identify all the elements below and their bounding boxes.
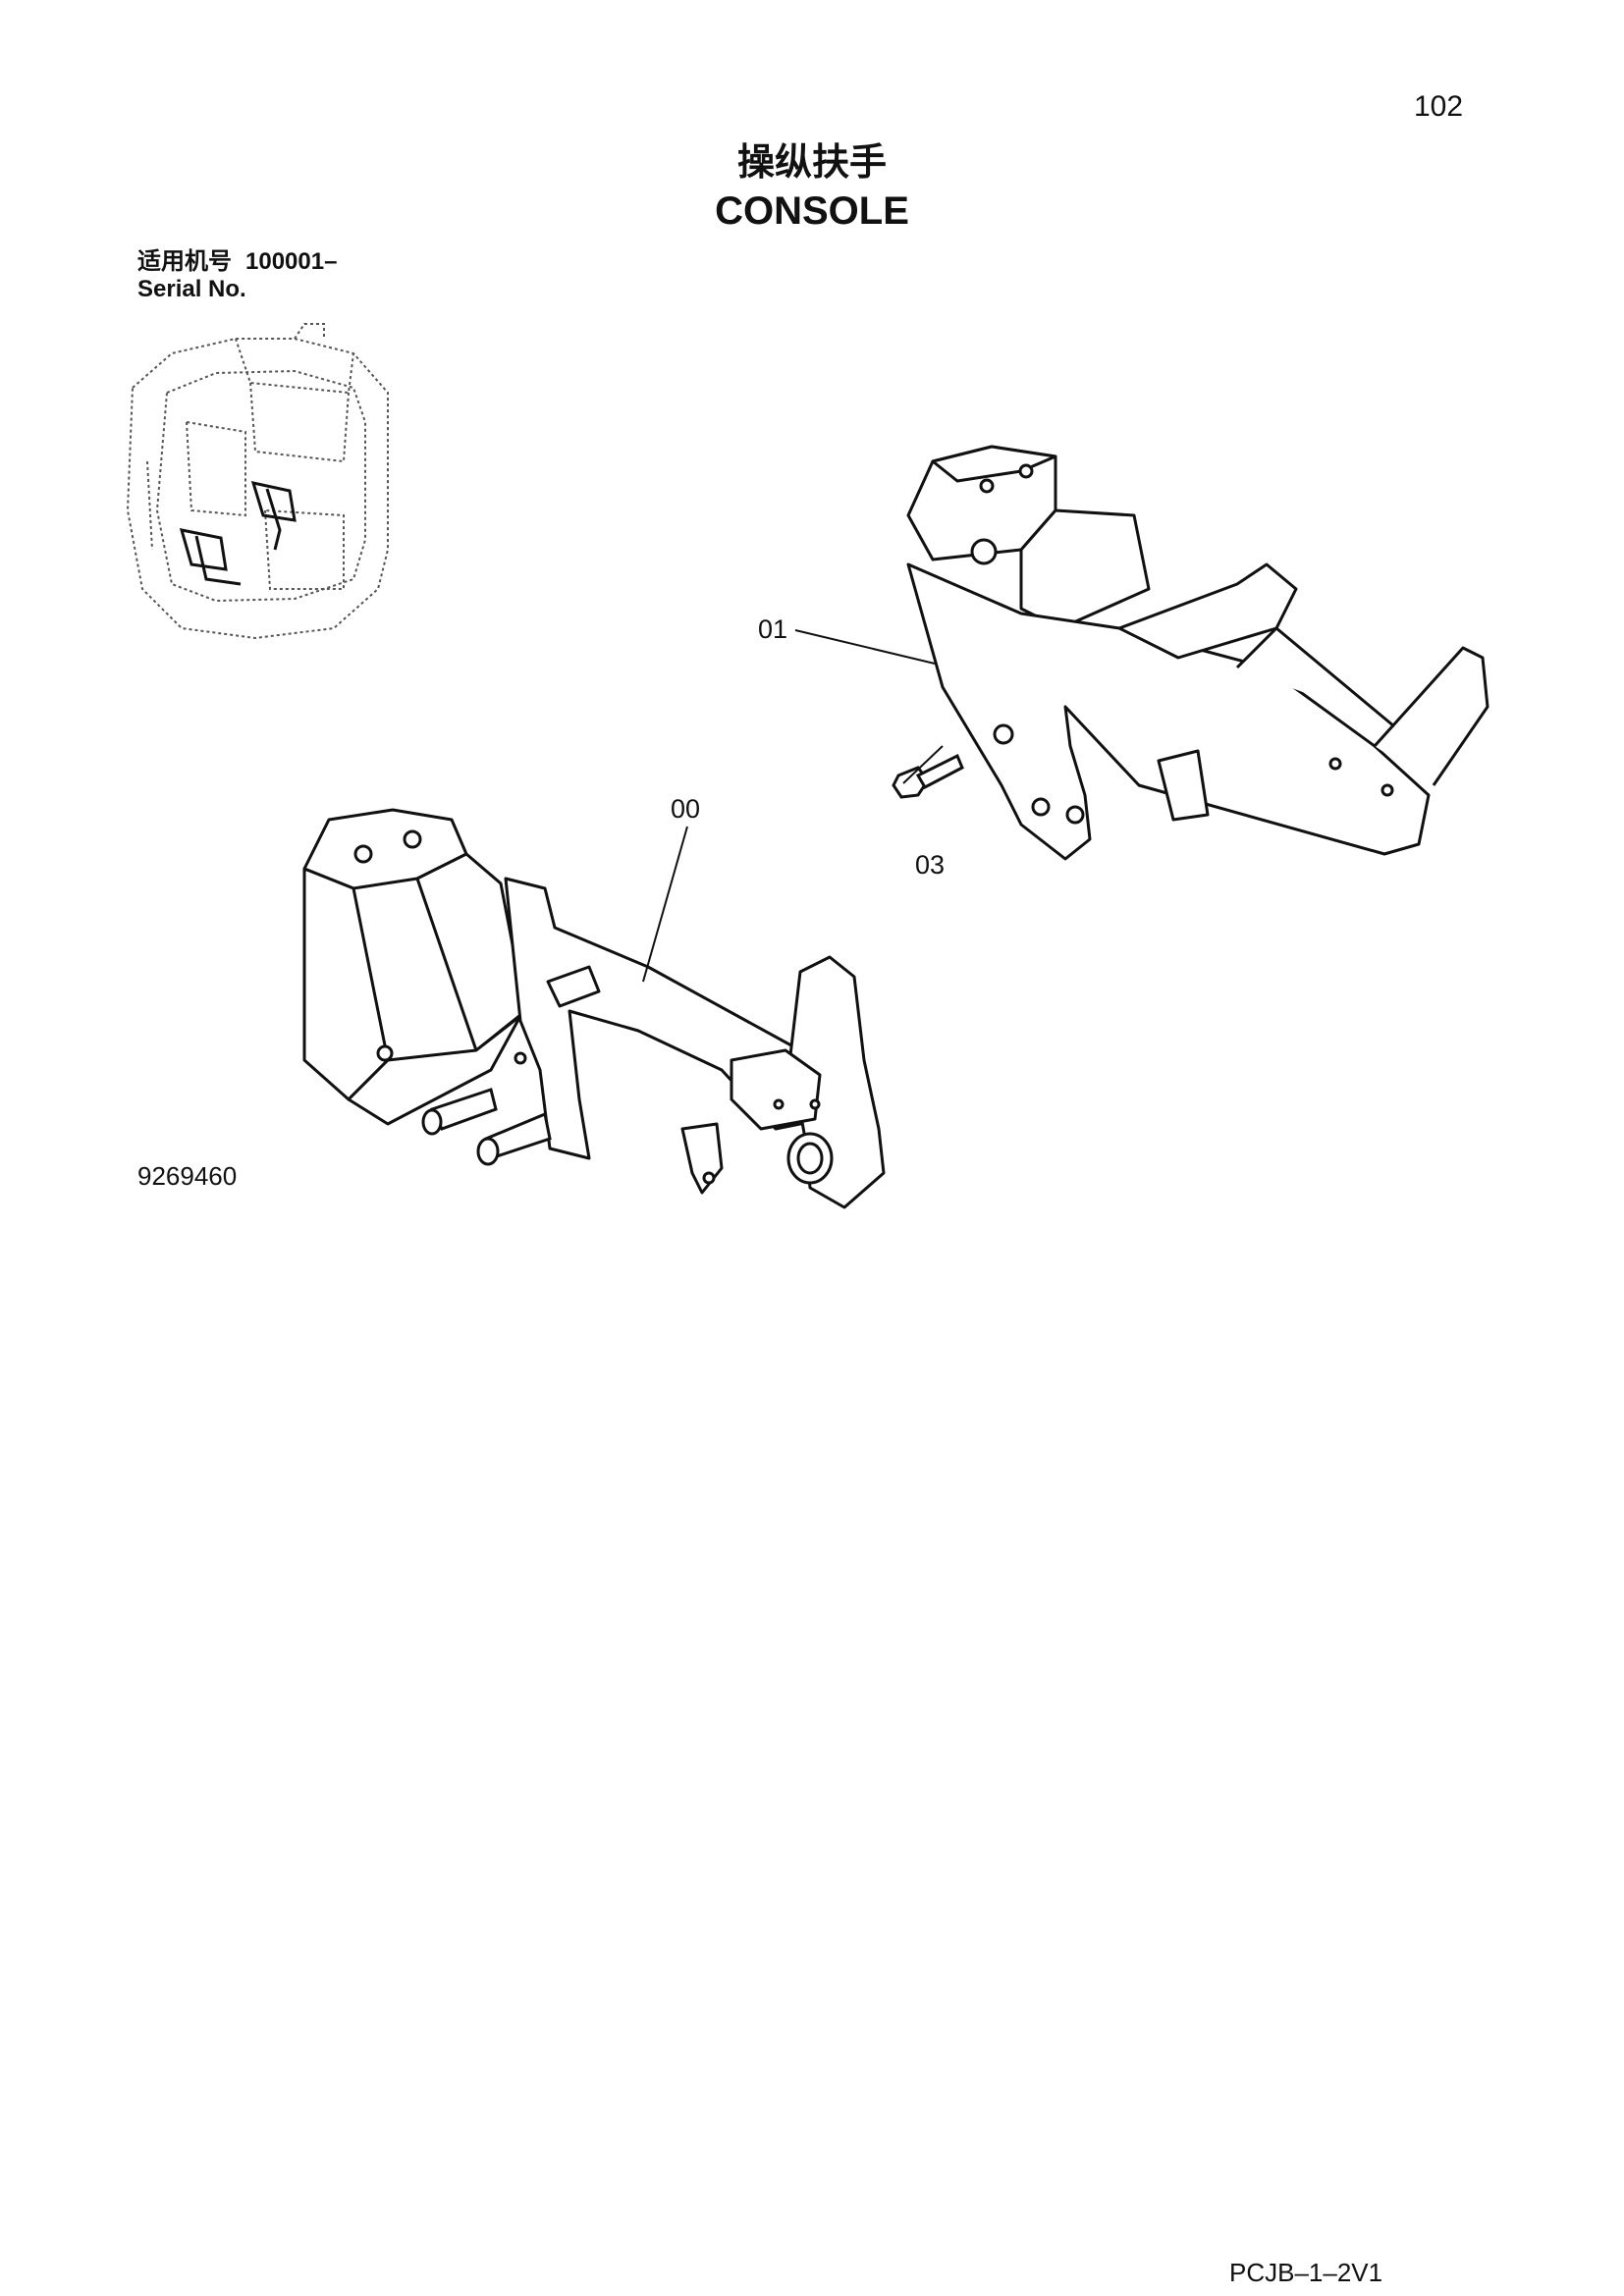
serial-number: 100001– [245, 248, 338, 275]
title-block: 操纵扶手 CONSOLE [0, 137, 1624, 236]
serial-line-cn: 适用机号 100001– [137, 248, 337, 276]
callout-01: 01 [758, 614, 787, 644]
leader-03 [902, 745, 944, 784]
serial-label-en: Serial No. [137, 276, 246, 302]
cab-locator-highlight [179, 480, 297, 586]
drawing-number: 9269460 [137, 1161, 238, 1191]
hex-bolt-figure [892, 753, 964, 799]
footer-code: PCJB–1–2V1 [1229, 2258, 1383, 2287]
title-chinese: 操纵扶手 [736, 140, 887, 184]
page-number: 102 [1414, 90, 1464, 123]
leader-01 [794, 629, 936, 665]
console-bracket-upper-holes [970, 463, 1394, 825]
callout-00: 00 [671, 794, 700, 824]
console-bracket-upper [906, 445, 1489, 861]
title-english: CONSOLE [715, 189, 909, 233]
callout-leaders [642, 629, 944, 983]
callout-03: 03 [915, 850, 945, 880]
serial-label-cn: 适用机号 [137, 248, 232, 275]
leader-00 [642, 826, 688, 983]
serial-block: 适用机号 100001– Serial No. [137, 248, 337, 303]
cab-locator-figure [126, 323, 389, 640]
console-bracket-lower-pins [353, 829, 834, 1185]
console-bracket-lower [302, 808, 886, 1209]
